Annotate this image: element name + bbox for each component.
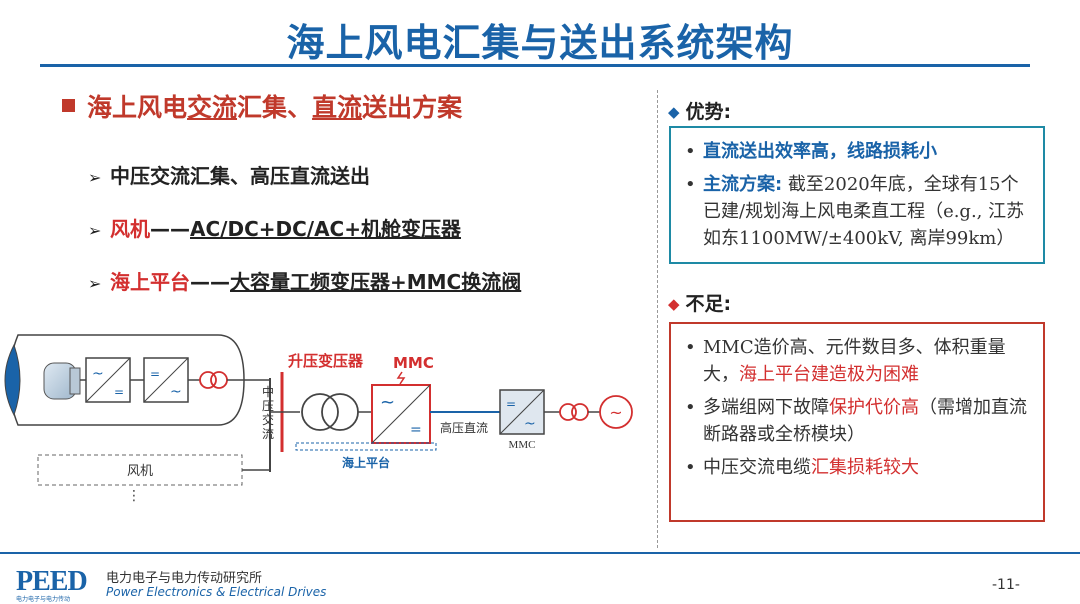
onshore-mmc-icon: = ~ (499, 389, 545, 435)
diamond-bullet-icon: ◆ (668, 295, 680, 313)
heading-suffix: 送出方案 (362, 93, 463, 122)
step-up-transformer-icon (301, 393, 359, 431)
advantage-item: •直流送出效率高，线路损耗小 (683, 138, 1033, 165)
logo-subtitle: 电力电子与电力传动 (16, 596, 71, 603)
ac-dc-converter-icon: ~ = (85, 357, 131, 403)
mv-ac-label-3: 交 (262, 412, 274, 427)
svg-text:~: ~ (380, 392, 395, 413)
fan-label: 风机 (127, 464, 153, 479)
svg-text:~: ~ (524, 416, 536, 432)
dc-ac-converter-icon: = ~ (143, 357, 189, 403)
mmc-converter-icon: ~ = (371, 371, 431, 444)
bullet-sep: —— (150, 217, 190, 241)
svg-text:~: ~ (609, 403, 622, 422)
dot-icon: • (685, 337, 696, 358)
column-divider (657, 90, 658, 548)
advantage-item: •主流方案: 截至2020年底，全球有15个已建/规划海上风电柔直工程（e.g.… (683, 171, 1033, 252)
bullet-sep: —— (190, 270, 230, 294)
institute-name-cn: 电力电子与电力传动研究所 (106, 571, 263, 586)
bullet-mv-hv: ➢ 中压交流汇集、高压直流送出 (88, 160, 370, 189)
mv-ac-label-4: 流 (262, 427, 274, 441)
square-bullet-icon (62, 99, 75, 112)
title-divider (40, 64, 1030, 67)
bullet-text: 中压交流汇集、高压直流送出 (110, 164, 370, 188)
dot-icon: • (685, 174, 696, 195)
bullet-label: 海上平台 (110, 270, 190, 294)
system-diagram: ~ = = ~ 风机 ⋮ 中 压 交 流 升压变压器 MMC ~ = 海上平台 (4, 334, 633, 504)
svg-text:=: = (114, 385, 124, 399)
disadvantages-box: •MMC造价高、元件数目多、体积重量大，海上平台建造极为困难 •多端组网下故障保… (669, 322, 1045, 522)
disadvantage-item: •多端组网下故障保护代价高（需增加直流断路器或全桥模块） (683, 394, 1033, 448)
slide-title: 海上风电汇集与送出系统架构 (286, 21, 794, 65)
platform-box (295, 442, 437, 451)
mv-ac-label-1: 中 (262, 384, 274, 399)
diamond-bullet-icon: ◆ (668, 103, 680, 121)
svg-text:~: ~ (170, 384, 182, 400)
heading-mid: 汇集、 (237, 93, 313, 122)
hvdc-label: 高压直流 (440, 420, 488, 435)
mv-ac-label-2: 压 (262, 399, 274, 413)
disadvantage-item: •MMC造价高、元件数目多、体积重量大，海上平台建造极为困难 (683, 334, 1033, 388)
advantages-box: •直流送出效率高，线路损耗小 •主流方案: 截至2020年底，全球有15个已建/… (669, 126, 1045, 264)
dot-icon: • (685, 397, 696, 418)
disadvantages-heading: ◆不足: (668, 293, 732, 315)
disadvantage-item: •中压交流电缆汇集损耗较大 (683, 454, 1033, 481)
heading-dc: 直流 (312, 93, 363, 122)
heading-ac: 交流 (187, 93, 238, 122)
platform-label: 海上平台 (342, 455, 390, 470)
bullet-label: 风机 (110, 217, 150, 241)
section-heading: 海上风电交流汇集、直流送出方案 (62, 88, 462, 124)
arrow-bullet-icon: ➢ (88, 168, 102, 187)
mmc-label-small: MMC (509, 439, 536, 451)
mmc-label-red: MMC (393, 354, 434, 372)
svg-text:=: = (506, 397, 516, 411)
peed-logo: PEED (16, 566, 88, 597)
arrow-bullet-icon: ➢ (88, 274, 102, 293)
footer-divider (0, 552, 1080, 554)
step-up-transformer-label: 升压变压器 (288, 352, 364, 370)
arrow-bullet-icon: ➢ (88, 221, 102, 240)
svg-text:=: = (150, 367, 160, 381)
page-number: -11- (992, 577, 1020, 593)
institute-name-en: Power Electronics & Electrical Drives (106, 585, 327, 599)
bullet-detail: AC/DC+DC/AC+机舱变压器 (190, 217, 461, 241)
ac-grid-source-icon: ~ (599, 395, 633, 429)
bullet-platform: ➢ 海上平台——大容量工频变压器+MMC换流阀 (88, 266, 521, 295)
rotor-hub-icon (4, 343, 21, 417)
heading-prefix: 海上风电 (87, 93, 188, 122)
svg-text:~: ~ (92, 366, 104, 382)
ellipsis-icon: ⋮ (127, 488, 141, 504)
dot-icon: • (685, 457, 696, 478)
advantages-heading: ◆优势: (668, 101, 732, 123)
bullet-turbine: ➢ 风机——AC/DC+DC/AC+机舱变压器 (88, 213, 461, 242)
dot-icon: • (685, 141, 696, 162)
bullet-detail: 大容量工频变压器+MMC换流阀 (230, 270, 522, 294)
grid-transformer-icon (559, 403, 589, 421)
svg-text:=: = (410, 422, 422, 438)
